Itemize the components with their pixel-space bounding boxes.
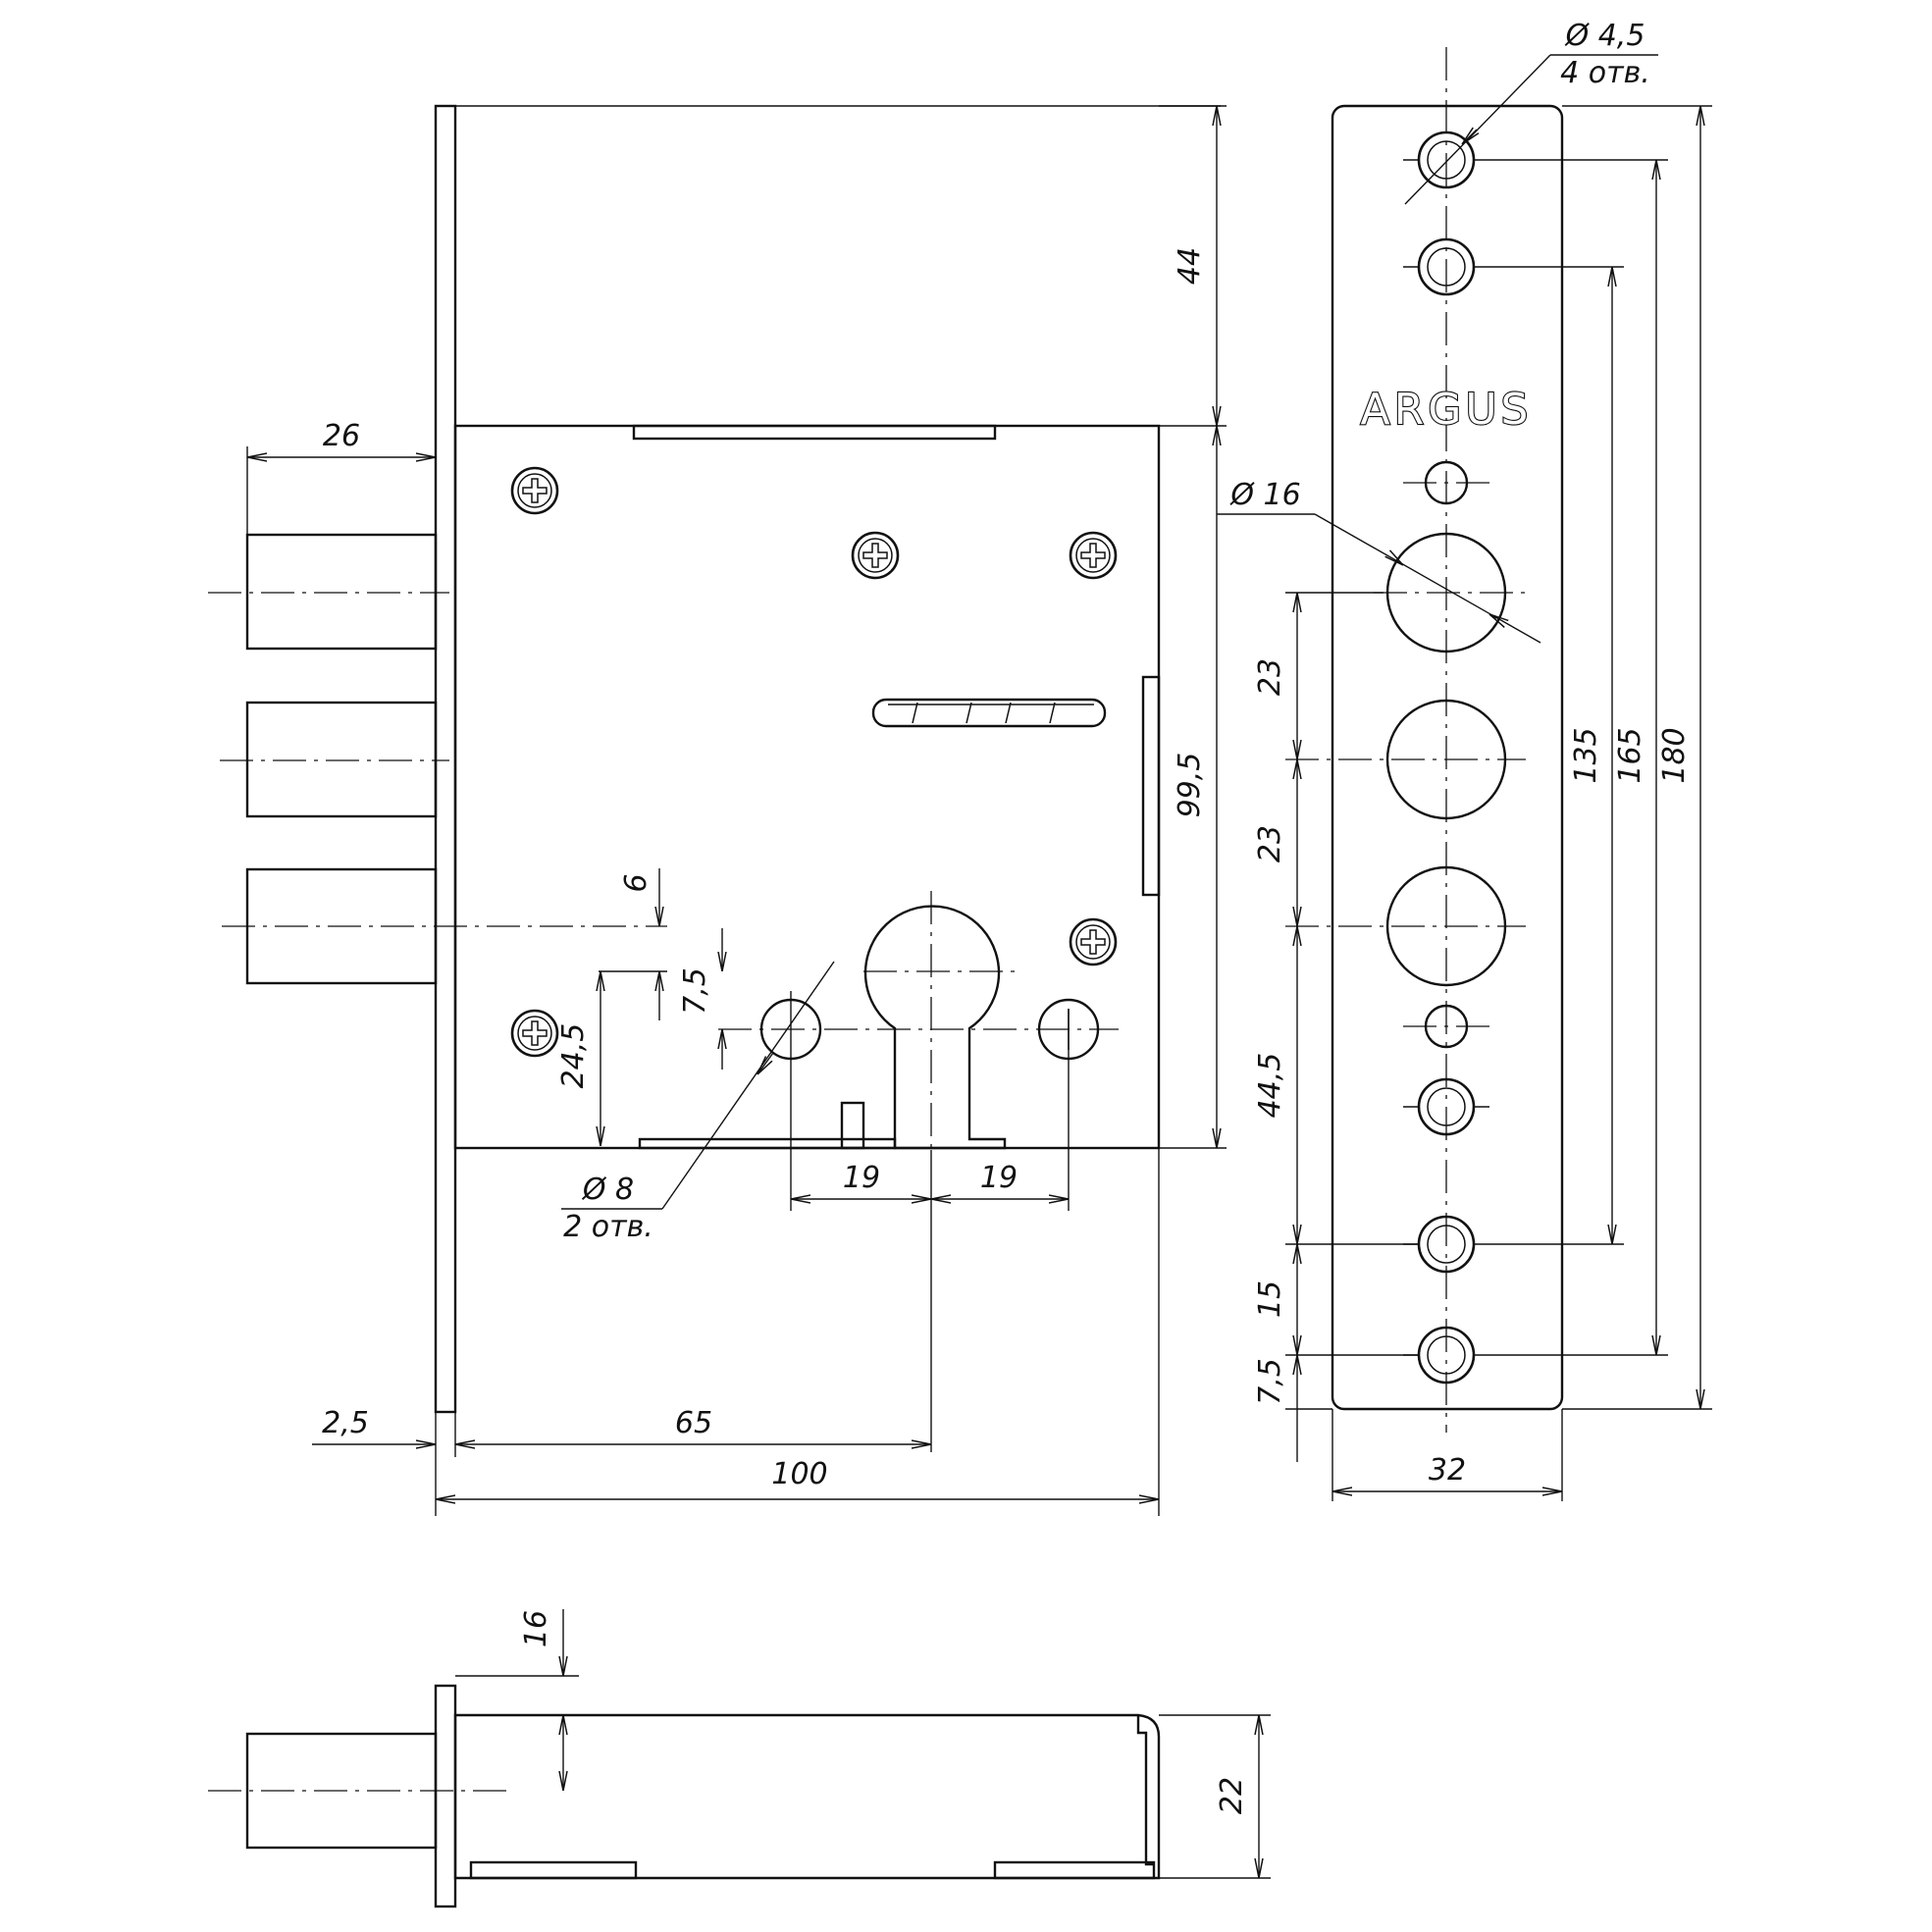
dim-65: 65 (675, 1406, 712, 1440)
brand-logo: ARGUS (1361, 385, 1533, 435)
lever-slot (871, 698, 1107, 728)
dim-165: 165 (1613, 727, 1647, 783)
dim-180: 180 (1657, 727, 1692, 783)
dim-100: 100 (771, 1457, 827, 1491)
dim-6: 6 (619, 873, 653, 892)
side-rib-right (993, 1860, 1156, 1880)
side-rib-left (469, 1860, 638, 1880)
dim-26: 26 (323, 419, 360, 453)
dim-44-5: 44,5 (1253, 1053, 1287, 1119)
screw-icon (1069, 917, 1118, 966)
dim-phi-4-5: Ø 4,5 (1564, 19, 1645, 53)
dim-7-5-key: 7,5 (678, 967, 712, 1015)
dim-2-5: 2,5 (322, 1406, 369, 1440)
dim-16: 16 (519, 1610, 553, 1647)
dim-99-5: 99,5 (1173, 753, 1207, 818)
bottom-rib-left (638, 1137, 897, 1150)
dim-phi-8: Ø 8 (581, 1173, 634, 1207)
dim-7-5-plate: 7,5 (1253, 1358, 1287, 1405)
screw-icon (510, 466, 559, 515)
dim-24-5: 24,5 (556, 1023, 591, 1089)
side-rib (1141, 675, 1161, 897)
dim-phi-16: Ø 16 (1228, 478, 1300, 512)
dim-135: 135 (1569, 727, 1603, 783)
dim-19-right: 19 (980, 1161, 1018, 1195)
dim-32: 32 (1429, 1453, 1466, 1488)
bolt-1 (245, 533, 438, 651)
dim-phi-4-5-qty: 4 отв. (1560, 56, 1650, 90)
screw-icon (1069, 531, 1118, 580)
screw-icon (510, 1009, 559, 1058)
keyhole (863, 905, 1007, 1150)
dim-19-left: 19 (843, 1161, 880, 1195)
dim-15: 15 (1253, 1280, 1287, 1318)
dim-22: 22 (1215, 1777, 1249, 1814)
faceplate-edge (434, 104, 457, 1414)
faceplate (1331, 104, 1564, 1411)
bolt-2 (245, 701, 438, 818)
dim-23-b: 23 (1253, 825, 1287, 862)
dim-23-a: 23 (1253, 658, 1287, 696)
side-faceplate (434, 1684, 457, 1908)
dim-44: 44 (1173, 247, 1207, 285)
side-view: 16 22 (208, 1609, 1271, 1908)
dim-phi-8-qty: 2 отв. (563, 1210, 653, 1244)
screw-icon (851, 531, 900, 580)
faceplate-view: ARGUS Ø 4,5 4 отв. Ø 16 23 23 44,5 15 7,… (1217, 19, 1712, 1501)
bottom-rib-post (840, 1101, 865, 1150)
front-view: 44 99,5 26 6 7,5 24,5 19 19 Ø 8 2 отв. (208, 104, 1227, 1516)
side-case (453, 1713, 1161, 1880)
screw-hole-icon (1417, 1326, 1476, 1384)
top-rib (632, 424, 997, 441)
